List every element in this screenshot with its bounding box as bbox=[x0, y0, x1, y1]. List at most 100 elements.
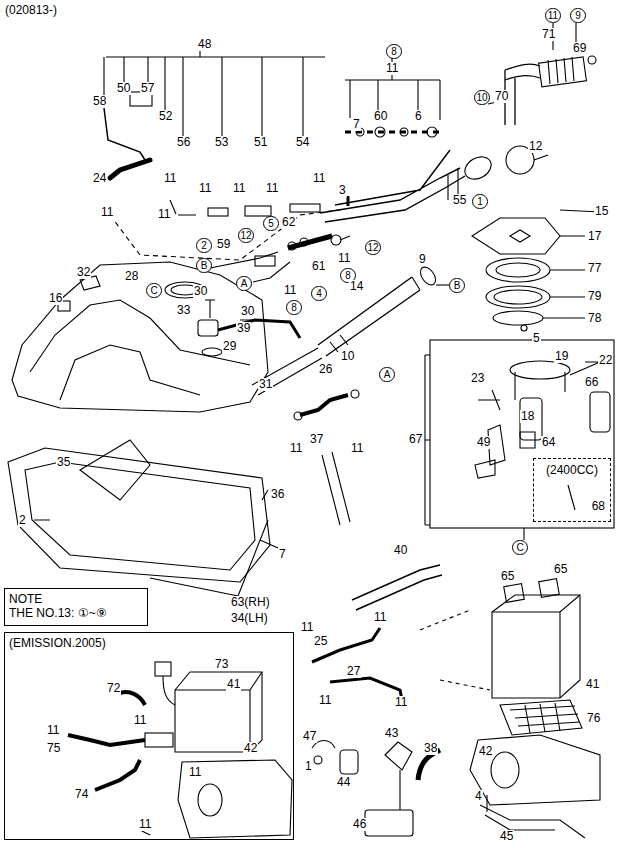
circled-callout: 5 bbox=[263, 216, 279, 231]
callout-number: 66 bbox=[584, 376, 599, 389]
callout-number: 3 bbox=[338, 184, 347, 197]
callout-number: 1 bbox=[304, 760, 313, 773]
callout-number: 74 bbox=[74, 788, 89, 801]
callout-number: 11 bbox=[289, 442, 303, 455]
callout-number: 32 bbox=[76, 266, 91, 279]
callout-number: 76 bbox=[586, 712, 601, 725]
box-text: THE NO.13: ①~⑨ bbox=[8, 606, 108, 620]
callout-number: 11 bbox=[138, 818, 152, 831]
callout-number: 26 bbox=[318, 363, 333, 376]
callout-number: 11 bbox=[318, 694, 332, 707]
callout-number: 64 bbox=[541, 436, 556, 449]
callout-number: 38 bbox=[423, 742, 438, 755]
callout-number: 4 bbox=[474, 790, 483, 803]
callout-number: 78 bbox=[587, 312, 602, 325]
callout-number: 61 bbox=[311, 260, 326, 273]
callout-number: 9 bbox=[418, 253, 427, 266]
callout-number: 49 bbox=[476, 436, 491, 449]
callout-number: 27 bbox=[346, 665, 361, 678]
circled-callout: 12 bbox=[365, 240, 381, 255]
callout-number: 58 bbox=[92, 95, 107, 108]
box-heading: (EMISSION.2005) bbox=[8, 636, 107, 650]
node-text-line: 68 bbox=[538, 499, 606, 513]
circled-callout: B bbox=[449, 278, 465, 293]
callout-number: 11 bbox=[373, 611, 387, 624]
callout-number: 11 bbox=[133, 714, 147, 727]
node-text-line: THE NO.13: ①~⑨ bbox=[8, 606, 144, 620]
callout-number: 16 bbox=[48, 292, 63, 305]
callout-number: 59 bbox=[216, 238, 231, 251]
callout-number: 36 bbox=[270, 488, 285, 501]
circled-callout: 12 bbox=[238, 228, 254, 243]
circled-callout: A bbox=[379, 367, 395, 382]
callout-number: 11 bbox=[283, 284, 297, 297]
callout-number: 42 bbox=[243, 742, 258, 755]
callout-number: 41 bbox=[226, 678, 241, 691]
callout-number: 43 bbox=[384, 727, 399, 740]
callout-number: 10 bbox=[340, 350, 355, 363]
circled-callout: A bbox=[236, 276, 252, 291]
callout-number: 42 bbox=[478, 745, 493, 758]
callout-number: 31 bbox=[258, 378, 273, 391]
callout-number: 79 bbox=[587, 290, 602, 303]
callout-number: 22 bbox=[598, 354, 613, 367]
callout-number: 19 bbox=[554, 350, 569, 363]
callout-number: 45 bbox=[499, 830, 514, 843]
node-text-line: NOTE bbox=[8, 592, 144, 606]
callout-number: 56 bbox=[176, 136, 191, 149]
callout-number: 37 bbox=[309, 433, 324, 446]
callout-number: 47 bbox=[302, 730, 317, 743]
callout-number: 11 bbox=[394, 696, 408, 709]
callout-number: 12 bbox=[528, 140, 543, 153]
callout-number: 11 bbox=[312, 172, 326, 185]
callout-number: 65 bbox=[553, 563, 568, 576]
box-text: 68 bbox=[591, 499, 606, 513]
callout-number: 18 bbox=[520, 410, 535, 423]
callout-number: (020813-) bbox=[4, 4, 58, 17]
callout-number: 11 bbox=[350, 442, 364, 455]
callout-number: 11 bbox=[163, 172, 177, 185]
note-box: NOTETHE NO.13: ①~⑨ bbox=[4, 588, 148, 626]
callout-number: 11 bbox=[265, 182, 279, 195]
circled-callout: C bbox=[512, 540, 528, 555]
callout-number: 30 bbox=[193, 285, 208, 298]
circled-callout: 1 bbox=[472, 194, 488, 209]
circled-callout: 8 bbox=[286, 300, 302, 315]
callout-number: 5 bbox=[532, 332, 541, 345]
callout-number: 55 bbox=[452, 194, 467, 207]
callout-number: 40 bbox=[393, 544, 408, 557]
callout-number: 63(RH) bbox=[230, 596, 271, 609]
box-heading: NOTE bbox=[8, 592, 43, 606]
callout-number: 11 bbox=[198, 182, 212, 195]
callout-number: 53 bbox=[214, 136, 229, 149]
callout-number: 69 bbox=[572, 42, 587, 55]
circled-callout: 2 bbox=[196, 238, 212, 253]
callout-number: 62 bbox=[281, 216, 296, 229]
node-text-line: (2400CC) bbox=[538, 463, 606, 477]
callout-number: 7 bbox=[278, 548, 287, 561]
callout-number: 33 bbox=[176, 304, 191, 317]
circled-callout: 10 bbox=[474, 90, 490, 105]
callout-number: 29 bbox=[222, 340, 237, 353]
variant-box: (2400CC) 68 bbox=[533, 458, 611, 522]
box-heading: (2400CC) bbox=[545, 463, 599, 477]
callout-number: 54 bbox=[295, 136, 310, 149]
callout-number: 11 bbox=[337, 252, 351, 265]
callout-number: 73 bbox=[214, 658, 229, 671]
callout-number: 11 bbox=[232, 182, 246, 195]
callout-number: 11 bbox=[385, 62, 399, 75]
callout-number: 48 bbox=[197, 38, 212, 51]
callout-number: 72 bbox=[106, 682, 121, 695]
circled-callout: 11 bbox=[545, 8, 561, 23]
circled-callout: 4 bbox=[311, 286, 327, 301]
callout-number: 75 bbox=[46, 742, 61, 755]
callout-number: 2 bbox=[18, 514, 27, 527]
callout-number: 44 bbox=[336, 776, 351, 789]
callout-number: 46 bbox=[352, 818, 367, 831]
callout-number: 39 bbox=[236, 322, 251, 335]
node-text-line: (EMISSION.2005) bbox=[8, 636, 290, 650]
callout-number: 51 bbox=[253, 136, 268, 149]
note-box: (EMISSION.2005) bbox=[4, 632, 294, 840]
